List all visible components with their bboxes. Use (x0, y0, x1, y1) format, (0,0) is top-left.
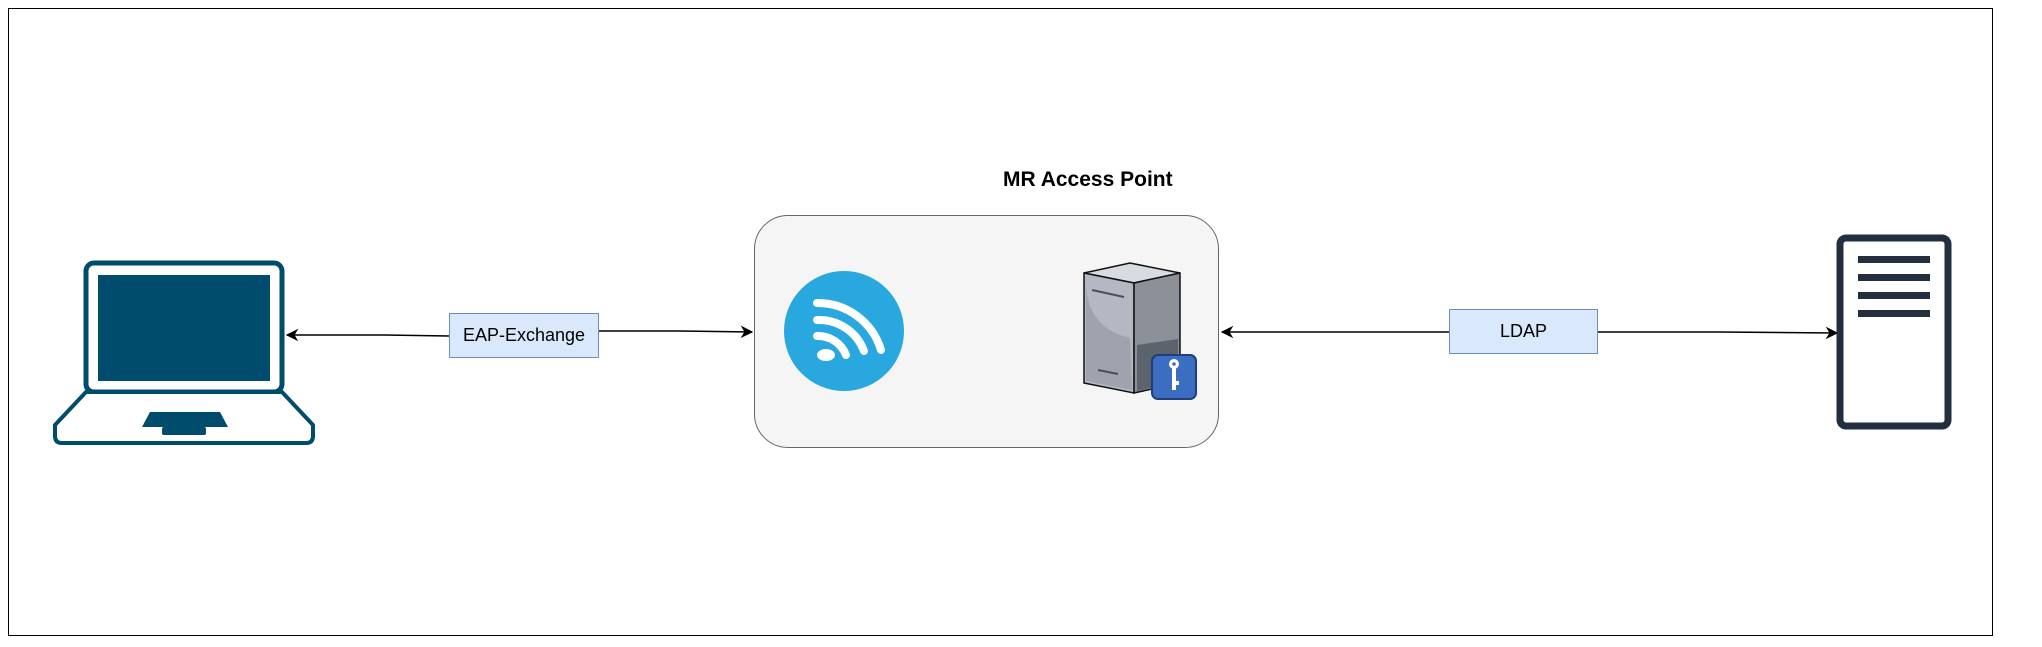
wifi-icon[interactable] (784, 271, 904, 391)
connector-eap[interactable] (285, 325, 754, 342)
access-point-title: MR Access Point (1003, 168, 1173, 191)
server-rack-icon[interactable] (1836, 234, 1952, 430)
diagram-frame (8, 8, 1993, 636)
server-key-icon[interactable] (1083, 262, 1197, 400)
connector-ldap[interactable] (1220, 325, 1839, 340)
eap-exchange-label[interactable]: EAP-Exchange (449, 313, 599, 358)
ldap-label[interactable]: LDAP (1449, 309, 1598, 354)
laptop-icon[interactable] (53, 260, 315, 445)
